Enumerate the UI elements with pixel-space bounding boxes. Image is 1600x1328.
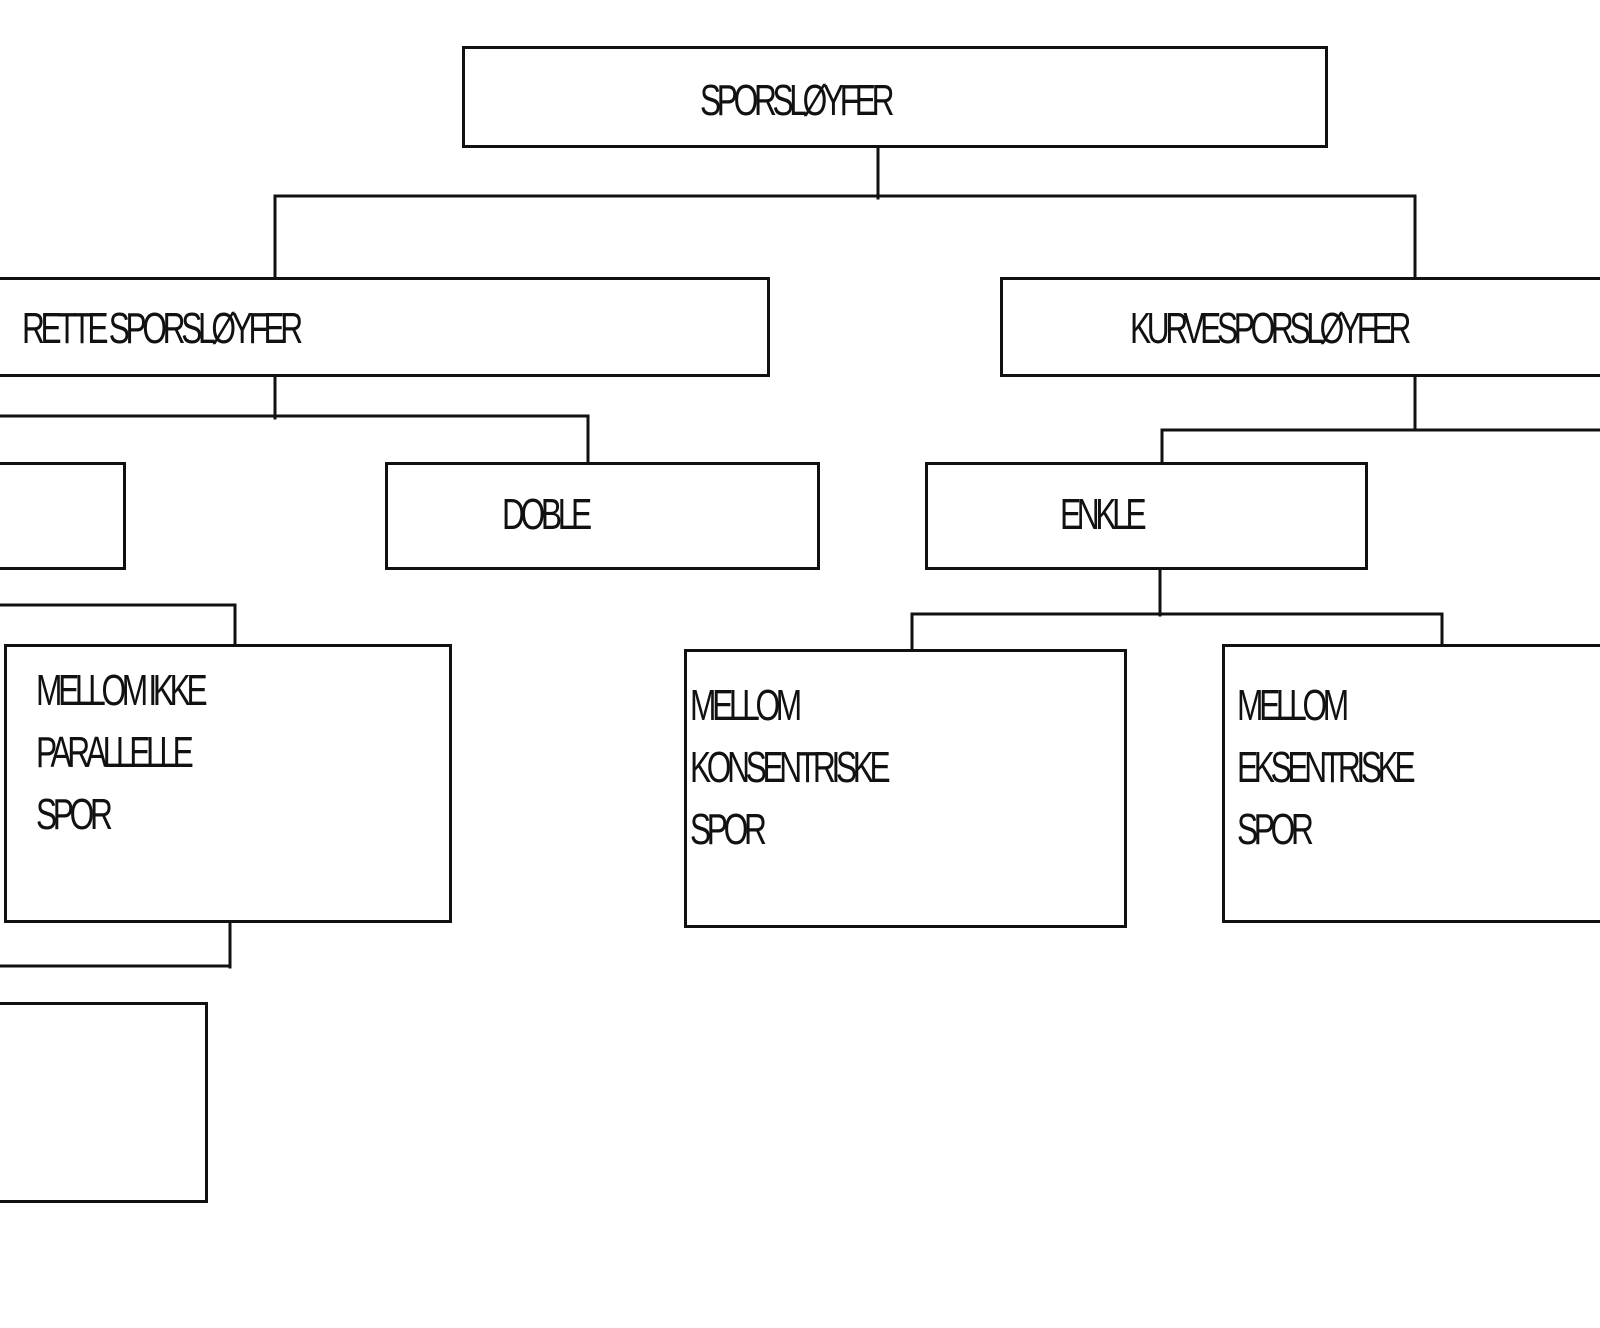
node-curved-loops (1000, 277, 1600, 377)
node-between-nonparallel-tracks (4, 644, 452, 923)
node-between-nonparallel-tracks-label: MELLOM IKKE PARALLELLE SPOR (36, 666, 208, 839)
node-lower-left (0, 1002, 208, 1203)
node-between-eccentric-tracks-label: MELLOM EKSENTRISKE SPOR (1237, 681, 1416, 854)
node-root (462, 46, 1328, 148)
node-straight-loops-label: RETTE SPORSLØYFER (22, 304, 303, 353)
node-single (925, 462, 1368, 570)
node-single-label: ENKLE (1060, 490, 1147, 539)
node-between-eccentric-tracks (1222, 644, 1600, 923)
node-between-concentric-tracks (684, 649, 1127, 928)
node-curved-loops-label: KURVESPORSLØYFER (1130, 304, 1411, 353)
node-double-label: DOBLE (502, 490, 592, 539)
node-straight-loops (0, 277, 770, 377)
node-double (385, 462, 820, 570)
node-root-label: SPORSLØYFER (700, 76, 894, 125)
node-straight-single (0, 462, 126, 570)
node-between-concentric-tracks-label: MELLOM KONSENTRISKE SPOR (690, 681, 891, 854)
